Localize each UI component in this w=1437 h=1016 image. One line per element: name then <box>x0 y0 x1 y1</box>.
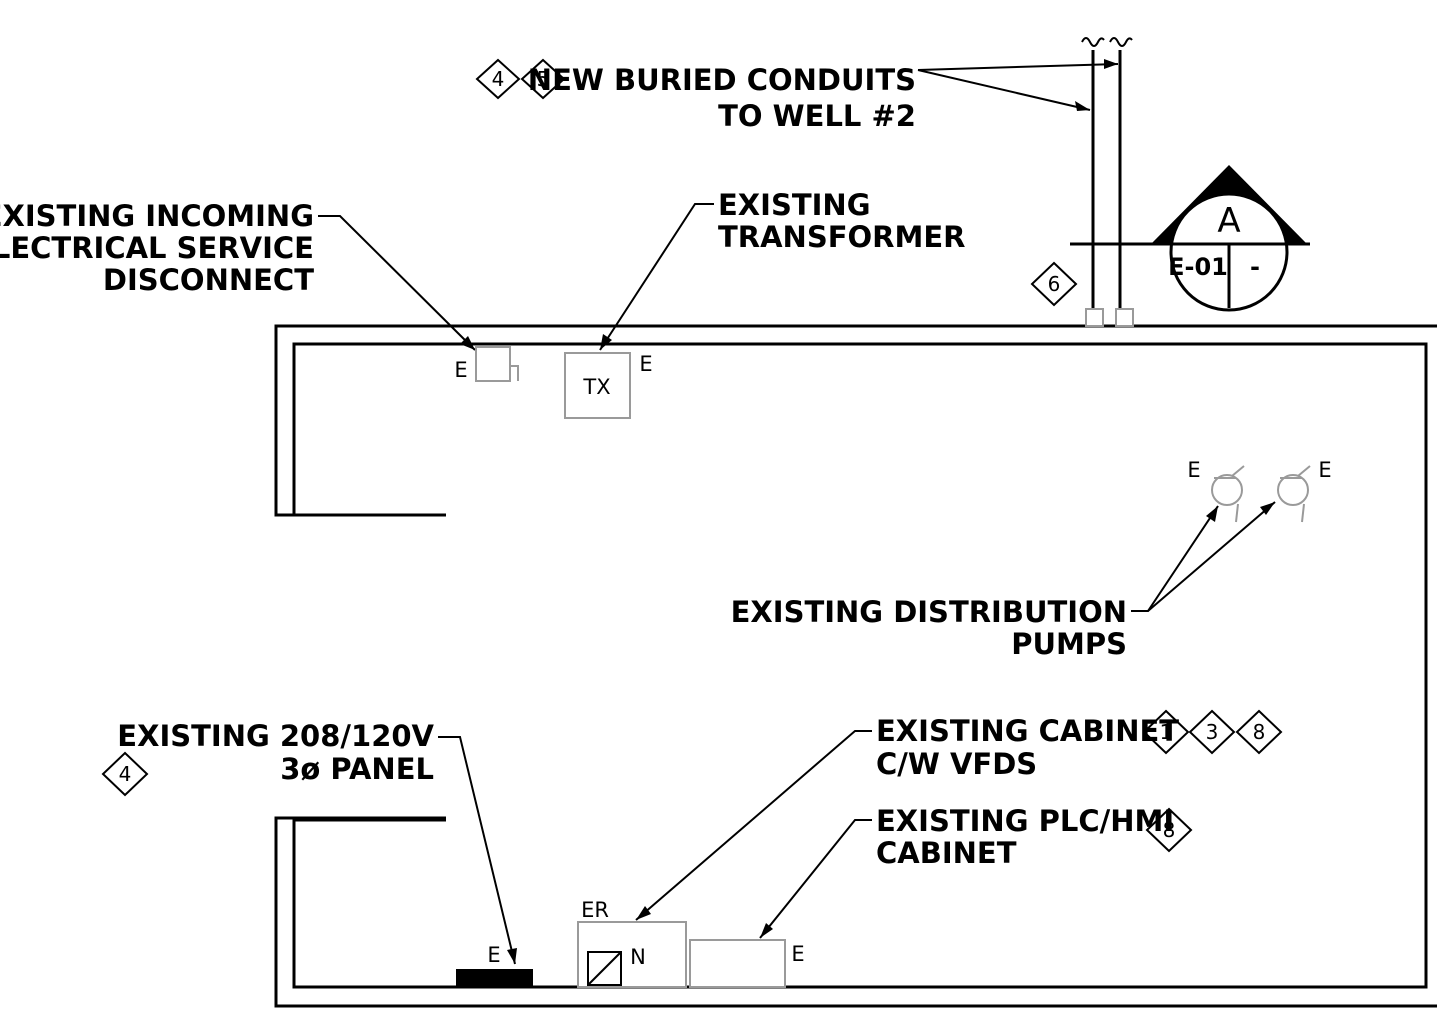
section-suffix: - <box>1250 253 1260 281</box>
keynote-number: 8 <box>1163 818 1176 842</box>
plc-callout: EXISTING PLC/HMI CABINET 8 <box>759 804 1193 939</box>
transformer-label-line1: EXISTING <box>718 188 871 222</box>
cabinet-callout: EXISTING CABINET C/W VFDS 1 3 8 <box>635 709 1283 921</box>
keynote-diamond: 1 <box>1142 709 1190 755</box>
equipment-tag: E <box>1187 458 1200 482</box>
pumps-label-line2: PUMPS <box>1011 627 1127 661</box>
equipment-tag: E <box>791 942 804 966</box>
conduit-stub-left <box>1085 308 1104 327</box>
equipment-tag: E <box>487 943 500 967</box>
keynote-number: 4 <box>492 67 505 91</box>
conduits-label-line2: TO WELL #2 <box>718 99 916 133</box>
keynote-number: 5 <box>537 67 550 91</box>
plc-label-line1: EXISTING PLC/HMI <box>876 804 1174 838</box>
plc-hmi-cabinet: E <box>689 939 805 988</box>
keynote-number: 6 <box>1048 272 1061 296</box>
keynote-diamond: 6 <box>1030 261 1078 307</box>
conduits-callout: 4 5 NEW BURIED CONDUITS TO WELL #2 <box>475 58 1119 133</box>
service-disconnect: E <box>454 346 519 382</box>
keynote-diamond: 8 <box>1145 807 1193 853</box>
buried-conduits <box>1081 37 1134 327</box>
panel-label-line1: EXISTING 208/120V <box>117 719 434 753</box>
transformer: TX E <box>564 352 653 419</box>
equipment-tag: E <box>639 352 652 376</box>
section-marker: A E-01 - <box>1070 165 1310 312</box>
plc-label-line2: CABINET <box>876 836 1017 870</box>
vfd-cabinet: N ER <box>577 898 687 988</box>
conduit-stub-right <box>1115 308 1134 327</box>
section-sheet: E-01 <box>1168 253 1228 281</box>
keynote-number: 4 <box>119 762 132 786</box>
pumps-callout: EXISTING DISTRIBUTION PUMPS <box>731 501 1276 661</box>
keynote-number: 3 <box>1206 720 1219 744</box>
panel-label-line2: 3ø PANEL <box>280 752 434 786</box>
service-disconnect-callout: EXISTING INCOMING ELECTRICAL SERVICE DIS… <box>0 199 476 351</box>
equipment-tag: E <box>1318 458 1331 482</box>
service-label-line3: DISCONNECT <box>103 263 314 297</box>
cabinet-label-line1: EXISTING CABINET <box>876 714 1179 748</box>
pumps-label-line1: EXISTING DISTRIBUTION <box>731 595 1127 629</box>
cabinet-symbol: N <box>630 945 646 969</box>
conduits-label-line1: NEW BURIED CONDUITS <box>528 63 916 97</box>
building-walls <box>274 324 1437 1008</box>
transformer-symbol: TX <box>582 375 610 399</box>
keynote-number: 8 <box>1253 720 1266 744</box>
transformer-label-line2: TRANSFORMER <box>718 220 966 254</box>
panel-callout: EXISTING 208/120V 3ø PANEL <box>117 719 517 965</box>
equipment-tag: E <box>454 358 467 382</box>
keynote-diamond: 4 <box>475 58 521 100</box>
equipment-tag: ER <box>581 898 609 922</box>
distribution-pump: E <box>1277 458 1332 523</box>
section-letter: A <box>1217 201 1240 241</box>
keynote-diamond: 8 <box>1235 709 1283 755</box>
keynote-diamond: 4 <box>101 751 149 797</box>
service-label-line1: EXISTING INCOMING <box>0 199 314 233</box>
transformer-callout: EXISTING TRANSFORMER <box>599 188 966 351</box>
cabinet-label-line2: C/W VFDS <box>876 747 1037 781</box>
distribution-pump: E <box>1187 458 1245 523</box>
keynote-diamond: 3 <box>1188 709 1236 755</box>
keynote-number: 1 <box>1160 720 1173 744</box>
electrical-panel: E <box>456 943 533 986</box>
service-label-line2: ELECTRICAL SERVICE <box>0 231 314 265</box>
keynote-diamond: 5 <box>520 58 566 100</box>
